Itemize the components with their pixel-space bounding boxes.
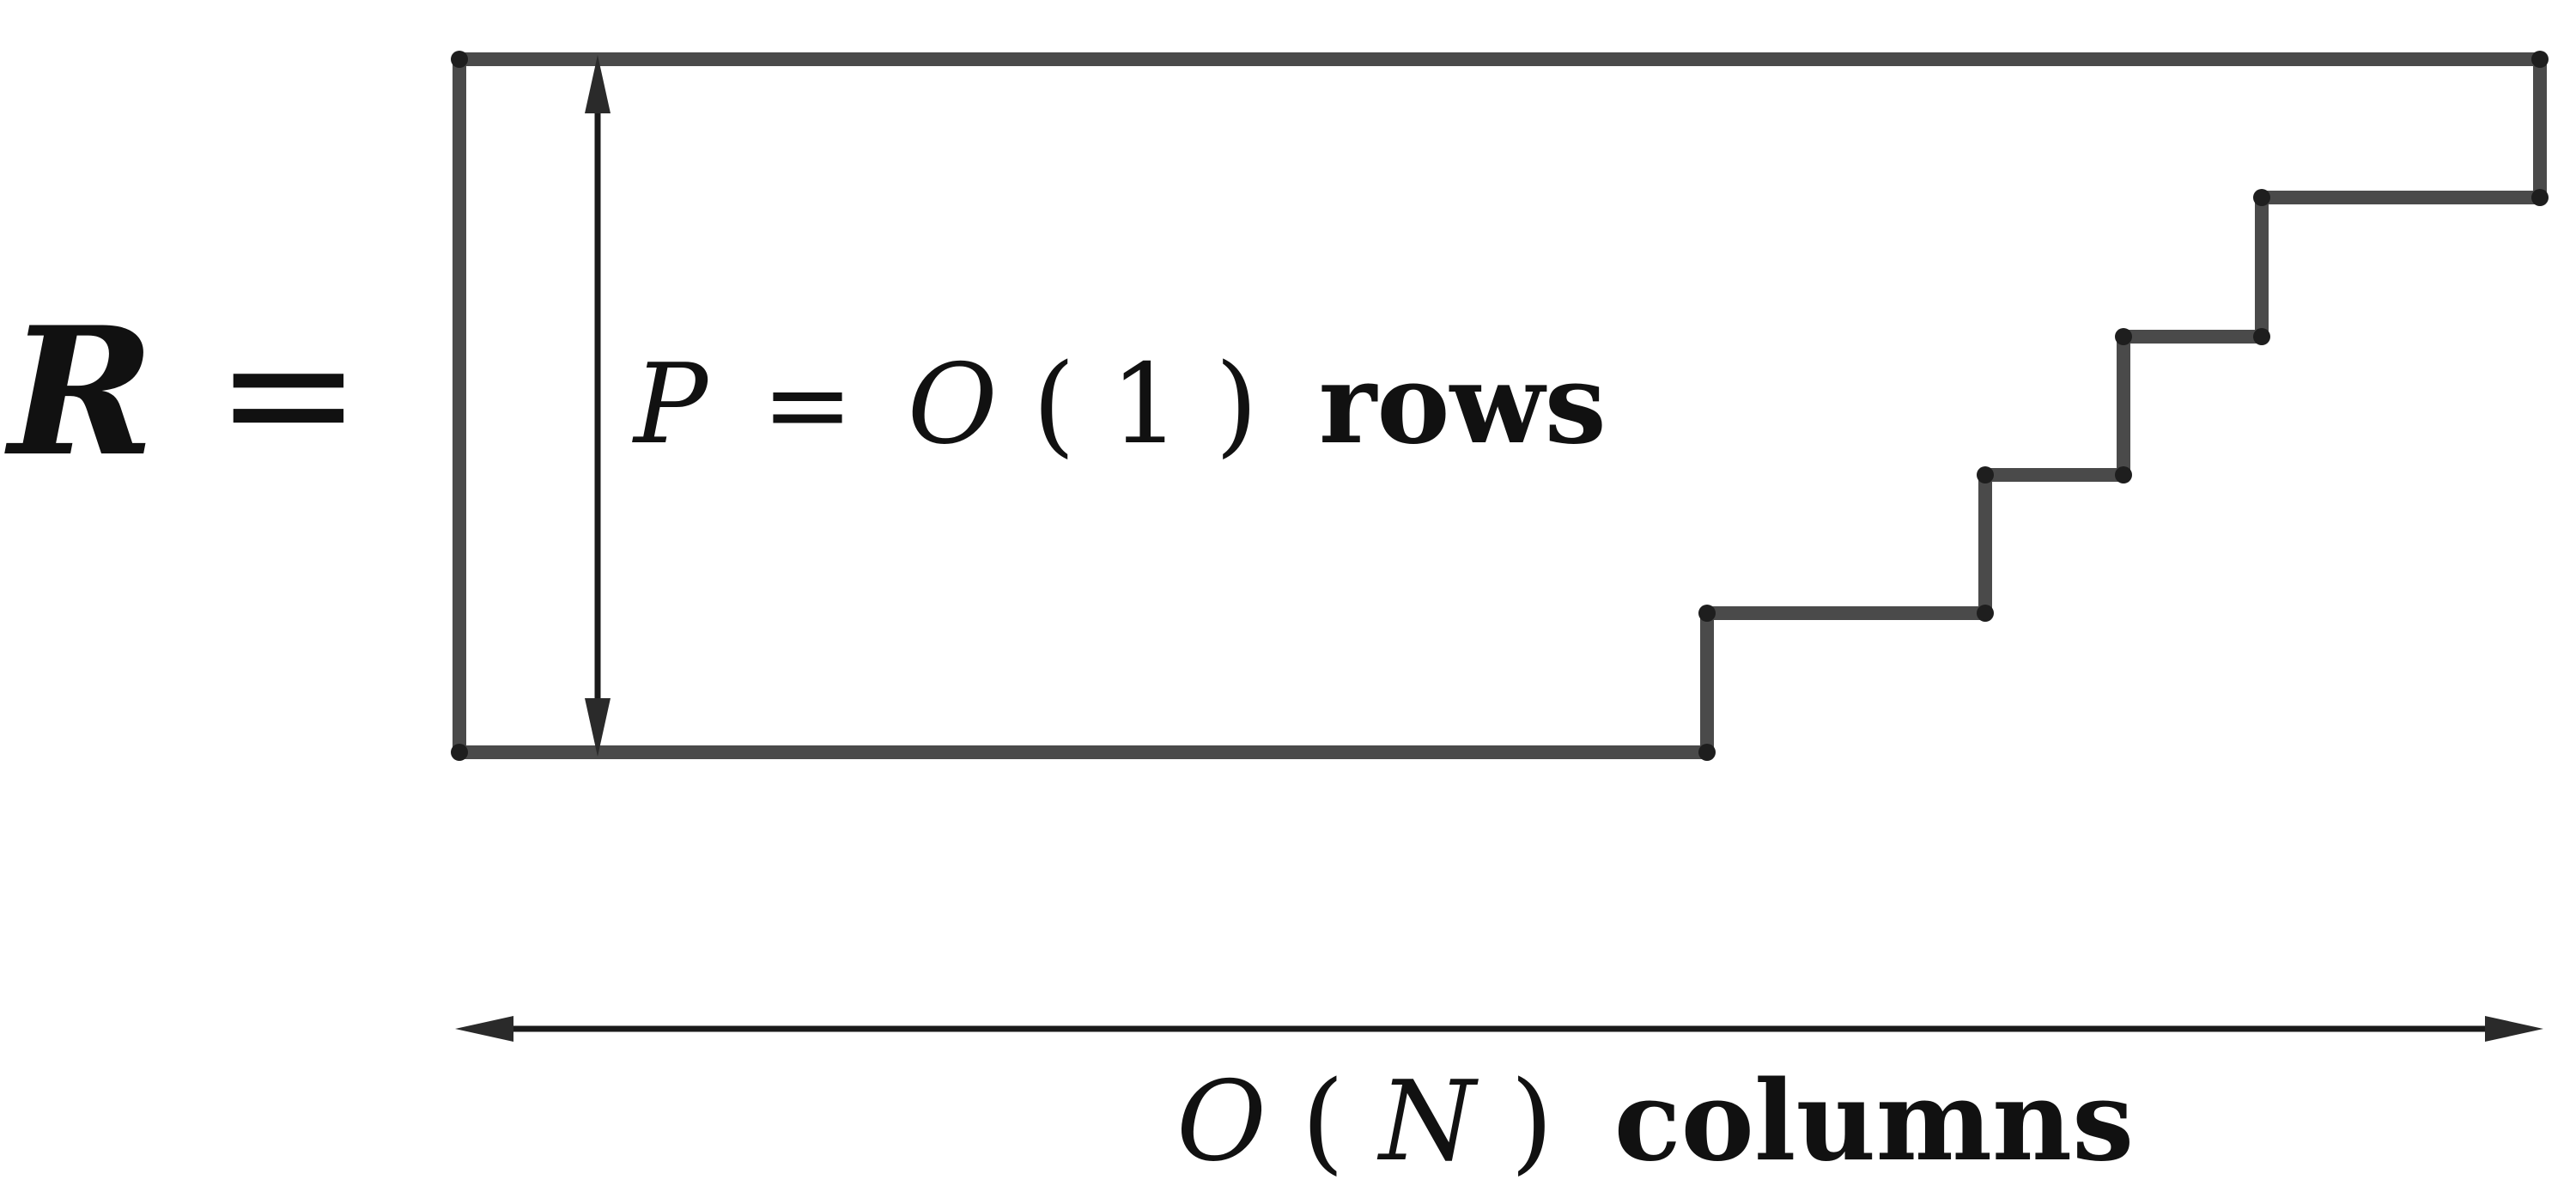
vertex <box>2115 466 2132 483</box>
vertex <box>2531 51 2549 68</box>
arrow-head-up <box>585 55 611 113</box>
lhs-symbol: R <box>4 289 155 496</box>
region-vertices <box>451 51 2549 761</box>
vertex <box>2115 328 2132 345</box>
arrow-head-right <box>2485 1016 2543 1042</box>
rows-label: P = O ( 1 ) rows <box>632 340 1607 469</box>
rows-dimension-arrow <box>585 55 611 757</box>
rows-label-close: ) <box>1215 341 1258 469</box>
rows-label-equals: = <box>762 341 854 469</box>
columns-label: O ( N ) columns <box>1176 1057 2134 1186</box>
vertex <box>2531 189 2549 206</box>
columns-label-close: ) <box>1510 1058 1553 1186</box>
vertex <box>451 744 468 761</box>
columns-label-order: O <box>1176 1058 1267 1186</box>
vertex <box>1698 744 1716 761</box>
vertex <box>1977 605 1994 622</box>
vertex <box>1977 466 1994 483</box>
rows-label-var: P <box>632 341 709 469</box>
rows-label-order: O <box>908 341 998 469</box>
vertex <box>2253 328 2270 345</box>
rows-label-unit: rows <box>1319 340 1607 469</box>
vertex <box>2253 189 2270 206</box>
rows-label-arg: 1 <box>1110 341 1180 469</box>
columns-dimension-arrow <box>455 1016 2543 1042</box>
arrow-head-left <box>455 1016 513 1042</box>
columns-label-arg: N <box>1376 1058 1479 1186</box>
lhs-equals: = <box>215 291 362 496</box>
columns-label-unit: columns <box>1614 1057 2135 1186</box>
columns-label-open: ( <box>1302 1058 1345 1186</box>
arrow-head-down <box>585 698 611 757</box>
vertex <box>1698 605 1716 622</box>
rows-label-open: ( <box>1032 341 1075 469</box>
vertex <box>451 51 468 68</box>
